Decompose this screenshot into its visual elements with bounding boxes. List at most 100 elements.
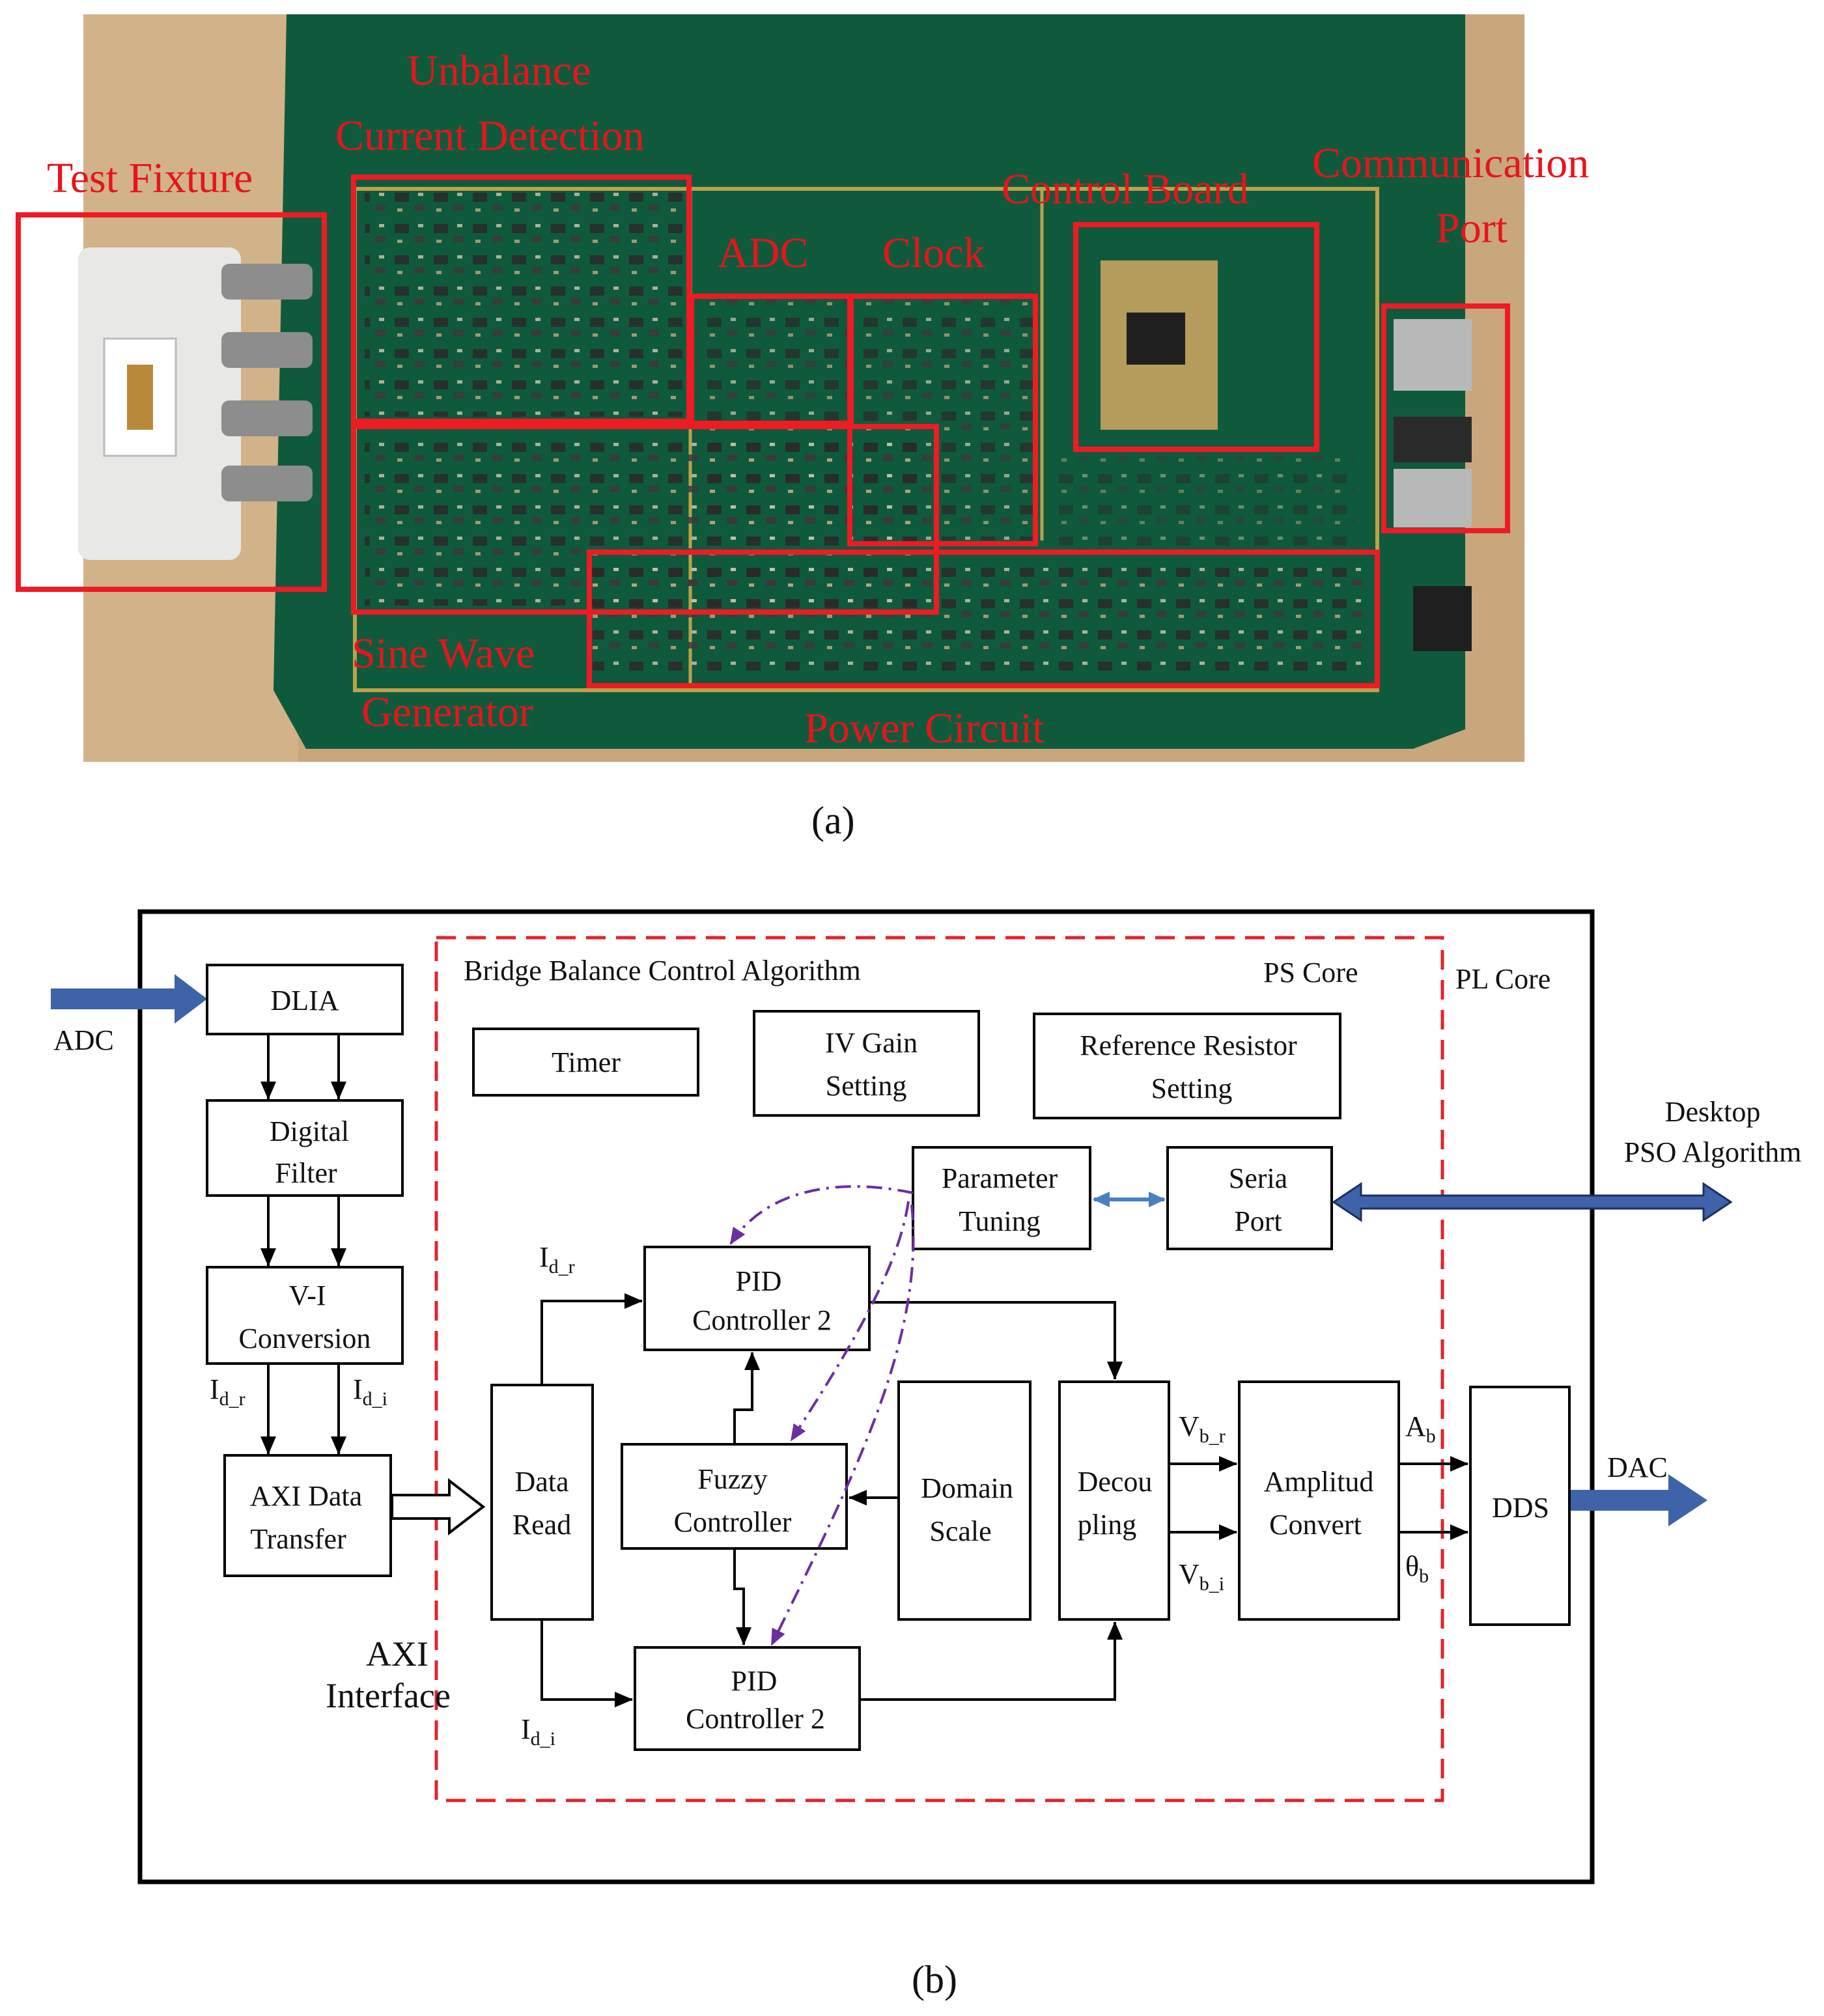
block-parameter-tuning-label-1: Parameter — [942, 1162, 1058, 1194]
block-decoupling-label-2: pling — [1078, 1509, 1136, 1541]
box-test-fixture — [16, 212, 327, 592]
block-iv-gain-label-2: Setting — [826, 1070, 907, 1102]
block-dds-label: DDS — [1492, 1492, 1549, 1524]
adc-label: ADC — [53, 1024, 114, 1056]
block-axi-data-transfer-label-2: Transfer — [250, 1523, 346, 1555]
box-power-circuit — [587, 550, 1380, 688]
block-parameter-tuning — [912, 1146, 1091, 1250]
components-unbalance — [365, 189, 684, 417]
ps-core-border — [434, 936, 1444, 1802]
tuning-arrow-pid-top — [729, 1185, 914, 1245]
block-data-read-label-1: Data — [514, 1466, 568, 1498]
block-data-read — [490, 1384, 594, 1621]
fixture-connector-1 — [221, 264, 313, 300]
fixture-connector-3 — [221, 400, 313, 436]
ps-core-label: PS Core — [1263, 957, 1358, 988]
block-domain-scale — [897, 1380, 1031, 1621]
block-vi-conversion-label-1: V-I — [288, 1280, 326, 1311]
arrow-pid-top-decoupling — [869, 1301, 1123, 1380]
panel-b-diagram: Bridge Balance Control Algorithm PS Core… — [51, 909, 1802, 1884]
block-digital-filter-label-1: Digital — [270, 1115, 349, 1147]
axi-label-2: Interface — [326, 1676, 451, 1715]
signal-ab: Ab — [1405, 1410, 1436, 1447]
label-communication-1: Communication — [1312, 139, 1589, 187]
axi-label-1: AXI — [366, 1634, 428, 1673]
components-power — [593, 560, 1368, 671]
block-serial-port-label-2: Port — [1234, 1205, 1282, 1237]
signal-thetab: θb — [1405, 1550, 1429, 1587]
pl-core-label: PL Core — [1455, 963, 1550, 995]
block-amplitude-convert-label-2: Convert — [1269, 1509, 1362, 1541]
block-reference-resistor — [1033, 1013, 1341, 1119]
signal-vbi: Vb_i — [1179, 1558, 1224, 1595]
label-adc: ADC — [718, 229, 808, 277]
ethernet-port-1 — [1394, 319, 1472, 391]
block-iv-gain-label-1: IV Gain — [825, 1027, 918, 1059]
arrow-read-pid-bottom — [540, 1619, 633, 1707]
block-timer — [472, 1028, 699, 1097]
block-domain-scale-label-1: Domain — [921, 1472, 1013, 1504]
block-vi-conversion — [206, 1266, 404, 1365]
dac-output-arrow — [1571, 1474, 1707, 1526]
block-fuzzy-controller — [621, 1443, 848, 1550]
block-pid-top-label-2: Controller 2 — [692, 1304, 832, 1336]
block-axi-data-transfer-label-1: AXI Data — [250, 1480, 362, 1512]
label-control-board: Control Board — [1002, 165, 1248, 213]
block-vi-conversion-label-2: Conversion — [239, 1323, 371, 1354]
block-iv-gain — [753, 1010, 980, 1117]
box-control-board — [1073, 222, 1319, 452]
box-communication — [1381, 303, 1510, 533]
sma-connector — [1413, 586, 1472, 651]
block-pid-bottom — [634, 1646, 861, 1751]
block-dlia — [206, 964, 404, 1035]
label-unbalance-1: Unbalance — [407, 47, 591, 94]
block-digital-filter-label-2: Filter — [275, 1157, 337, 1189]
fixture-connector-2 — [221, 332, 313, 368]
panel-a-photo: Test Fixture Unbalance Current Detection… — [16, 14, 1589, 762]
label-communication-2: Port — [1436, 204, 1508, 252]
label-unbalance-2: Current Detection — [335, 112, 645, 160]
block-pid-bottom-label-2: Controller 2 — [686, 1703, 825, 1735]
dac-label: DAC — [1607, 1451, 1668, 1483]
desktop-label-1: Desktop — [1665, 1096, 1761, 1128]
desktop-label-2: PSO Algorithm — [1624, 1136, 1802, 1168]
label-sine-wave-1: Sine Wave — [352, 630, 535, 677]
pl-core-border — [137, 909, 1595, 1884]
block-dlia-label: DLIA — [270, 985, 339, 1016]
axi-hollow-arrow — [391, 1477, 486, 1536]
block-dds — [1469, 1386, 1571, 1626]
block-serial-port — [1166, 1146, 1333, 1250]
block-pid-top-label-1: PID — [736, 1265, 782, 1297]
arrow-fuzzy-pid-top — [733, 1352, 760, 1444]
box-clock — [847, 294, 1038, 546]
signal-idr: Id_r — [539, 1241, 575, 1278]
arrow-pid-bottom-decoupling — [860, 1621, 1123, 1701]
components-misc — [1055, 456, 1354, 553]
block-reference-resistor-label-2: Setting — [1151, 1072, 1233, 1104]
block-timer-label: Timer — [552, 1046, 621, 1078]
tuning-arrow-fuzzy — [790, 1201, 910, 1442]
label-power-circuit: Power Circuit — [804, 705, 1044, 752]
label-sine-wave-2: Generator — [361, 688, 533, 736]
ethernet-port-3 — [1394, 469, 1472, 527]
adc-input-arrow — [51, 974, 207, 1024]
block-serial-port-label-1: Seria — [1229, 1162, 1287, 1194]
arrow-fuzzy-pid-bottom — [733, 1548, 751, 1645]
signal-idr-left: Id_r — [210, 1373, 246, 1410]
block-domain-scale-label-2: Scale — [929, 1515, 991, 1547]
tuning-arrow-pid-bottom — [770, 1204, 915, 1646]
block-data-read-label-2: Read — [512, 1509, 571, 1541]
block-amplitude-convert-label-1: Amplitud — [1264, 1466, 1374, 1498]
caption-b: (b) — [912, 1958, 957, 2001]
ethernet-port-2 — [1394, 417, 1472, 462]
signal-idi-left: Id_i — [353, 1373, 387, 1410]
block-decoupling-label-1: Decou — [1078, 1466, 1153, 1498]
test-fixture-contact — [127, 365, 153, 430]
caption-a: (a) — [811, 799, 855, 842]
desktop-double-arrow — [1332, 1182, 1733, 1222]
signal-idi: Id_i — [521, 1713, 555, 1750]
box-sine-wave — [351, 424, 939, 615]
label-clock: Clock — [882, 229, 985, 277]
block-fuzzy-controller-label-2: Controller — [674, 1506, 792, 1538]
